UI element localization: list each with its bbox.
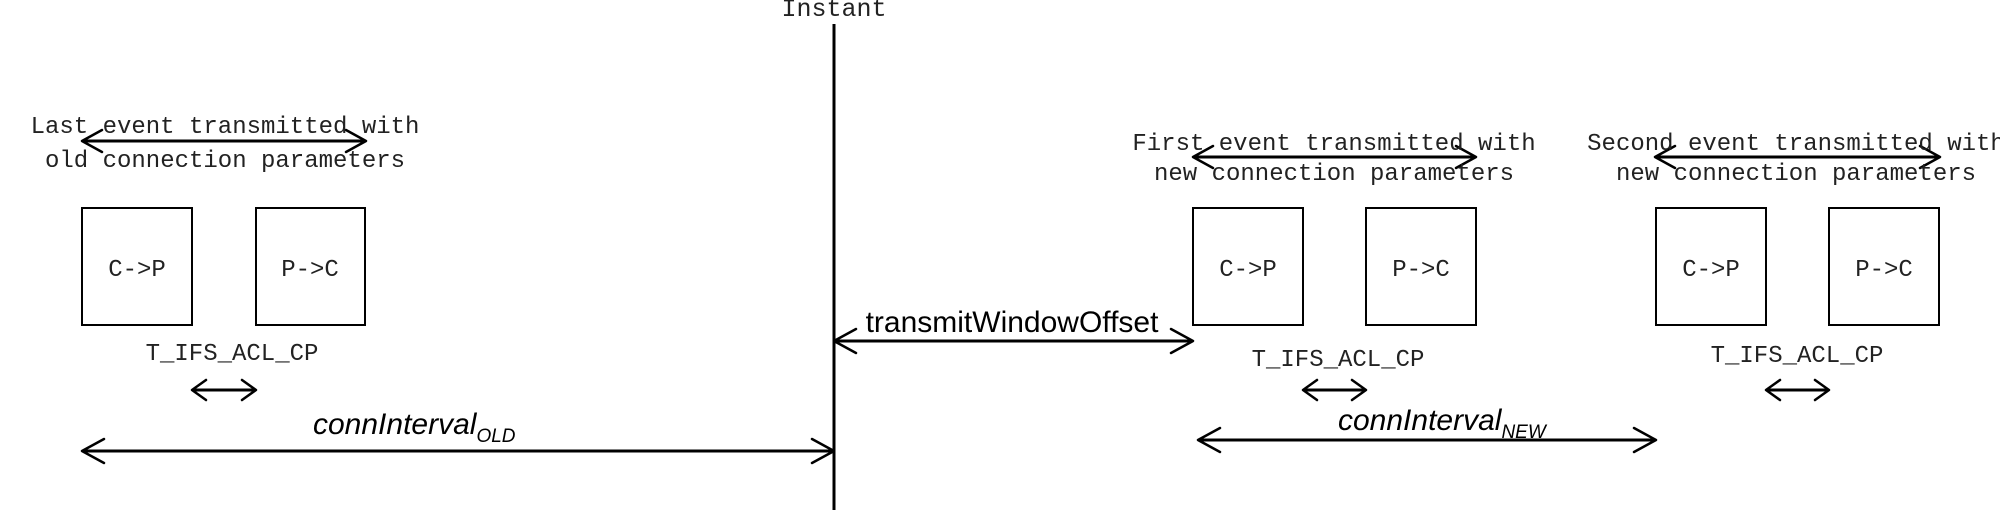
ifs-label: T_IFS_ACL_CP (1252, 347, 1425, 374)
ifs-arrow (190, 378, 258, 402)
conn-interval-new-label: connIntervalNEW (1338, 404, 1548, 443)
caption-line2: old connection parameters (45, 148, 405, 175)
packet-label-p-to-c: P->C (1855, 257, 1913, 284)
packet-box-c-to-p (1655, 207, 1767, 326)
caption-line1: Second event transmitted with (1587, 131, 2000, 158)
conn-interval-new-arrow (1196, 426, 1658, 454)
caption-arrow-3 (1653, 144, 1942, 170)
caption-arrow-2 (1191, 144, 1478, 170)
conn-interval-old-label: connIntervalOLD (313, 408, 516, 447)
packet-box-p-to-c (1365, 207, 1477, 326)
ifs-arrow (1764, 378, 1831, 402)
caption-arrow-1 (80, 128, 368, 154)
packet-box-p-to-c (1828, 207, 1940, 326)
event-group-first-new: First event transmitted with new connect… (1132, 131, 1536, 402)
ifs-label: T_IFS_ACL_CP (1711, 343, 1884, 370)
caption-line2: new connection parameters (1154, 161, 1514, 188)
caption-line1: First event transmitted with (1132, 131, 1535, 158)
caption-line1: Last event transmitted with (31, 114, 420, 141)
conn-interval-old-arrow (80, 437, 836, 465)
caption-line2: new connection parameters (1616, 161, 1976, 188)
packet-label-p-to-c: P->C (1392, 257, 1450, 284)
ifs-arrow (1301, 378, 1368, 402)
transmit-window-offset-label: transmitWindowOffset (866, 306, 1160, 339)
packet-box-p-to-c (255, 207, 366, 326)
packet-label-c-to-p: C->P (1219, 257, 1277, 284)
packet-label-c-to-p: C->P (1682, 257, 1740, 284)
packet-label-p-to-c: P->C (281, 257, 339, 284)
packet-box-c-to-p (1192, 207, 1304, 326)
transmit-window-offset-arrow (832, 327, 1195, 355)
packet-label-c-to-p: C->P (108, 257, 166, 284)
ifs-label: T_IFS_ACL_CP (146, 341, 319, 368)
event-group-second-new: Second event transmitted with new connec… (1587, 131, 2000, 402)
instant-label: Instant (781, 0, 886, 24)
packet-box-c-to-p (81, 207, 193, 326)
event-group-old: Last event transmitted with old connecti… (31, 114, 420, 402)
